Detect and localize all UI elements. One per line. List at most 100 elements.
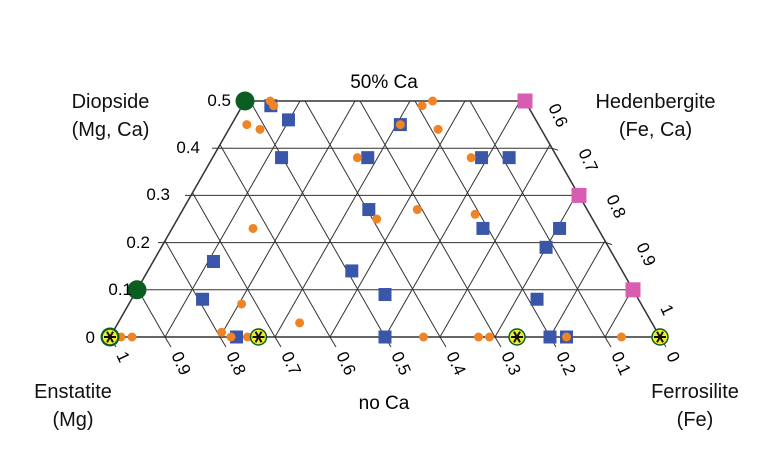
blue-square-point — [475, 151, 489, 165]
orange-dot-point — [412, 205, 422, 215]
green-circle-point — [235, 91, 255, 111]
orange-dot-point — [617, 332, 626, 342]
mg-tick-0.9: 0.9 — [167, 349, 194, 378]
orange-dot-point — [226, 332, 236, 342]
blue-square-point — [345, 264, 359, 278]
orange-dot-point — [466, 153, 476, 163]
mg-tick-0: 0 — [662, 349, 683, 366]
bottom-tick-mark — [604, 336, 612, 348]
bottom-tick-mark — [164, 336, 172, 348]
mg-tick-0.7: 0.7 — [277, 349, 304, 378]
grid-diagonal-line — [494, 192, 578, 338]
orange-dot-point — [395, 120, 405, 130]
blue-square-point — [553, 221, 567, 235]
blue-square-point — [502, 151, 516, 165]
right-tick-mark — [551, 147, 559, 151]
grid-diagonal-line — [219, 100, 356, 338]
grid-diagonal-line — [164, 100, 301, 338]
orange-dot-point — [237, 299, 247, 309]
right-tick-0.7: 0.7 — [574, 146, 601, 175]
mg-tick-0.5: 0.5 — [387, 349, 414, 378]
grid-diagonal-line — [219, 144, 331, 338]
yellow-star-point — [508, 328, 526, 346]
data-points — [100, 91, 669, 347]
blue-square-point — [378, 288, 392, 302]
blue-square-point — [362, 203, 376, 217]
top-edge-label: 50% Ca — [350, 72, 418, 93]
orange-dot-point — [295, 318, 305, 328]
orange-dot-point — [217, 327, 227, 337]
mg-tick-0.6: 0.6 — [332, 349, 359, 378]
orange-dot-point — [255, 124, 265, 134]
mg-tick-1: 1 — [112, 349, 133, 366]
orange-dot-point — [243, 332, 252, 342]
blue-square-point — [476, 221, 490, 235]
mg-tick-0.2: 0.2 — [552, 349, 579, 378]
ca-tick-0: 0 — [86, 328, 95, 347]
blue-square-point — [378, 330, 392, 344]
ferrosilite-formula: (Fe) — [676, 409, 714, 431]
orange-dot-point — [242, 120, 252, 130]
hedenbergite-name: Hedenbergite — [595, 91, 716, 113]
bottom-tick-mark — [494, 336, 502, 348]
diopside-name: Diopside — [71, 91, 150, 113]
orange-dot-point — [562, 332, 571, 342]
orange-dot-point — [248, 223, 258, 233]
bottom-tick-mark — [329, 336, 337, 348]
orange-dot-point — [127, 332, 137, 342]
ca-tick-0.2: 0.2 — [126, 233, 150, 252]
mg-tick-0.4: 0.4 — [442, 349, 469, 378]
right-tick-mark — [605, 242, 613, 246]
blue-square-point — [275, 151, 289, 165]
blue-square-point — [543, 330, 557, 344]
grid-diagonal-line — [384, 100, 521, 338]
enstatite-name: Enstatite — [34, 381, 112, 403]
mg-tick-0.1: 0.1 — [607, 349, 634, 378]
corner-label-diopside: Diopside (Mg, Ca) — [48, 88, 173, 144]
yellow-star-point — [101, 328, 119, 346]
blue-square-point — [530, 292, 544, 306]
diopside-formula: (Mg, Ca) — [71, 119, 150, 141]
right-tick-0.8: 0.8 — [602, 192, 629, 221]
orange-dot-point — [372, 214, 382, 224]
bottom-tick-mark — [219, 336, 227, 348]
corner-label-ferrosilite: Ferrosilite (Fe) — [630, 378, 760, 434]
corner-label-enstatite: Enstatite (Mg) — [18, 378, 128, 434]
blue-square-point — [206, 254, 220, 268]
blue-square-point — [196, 292, 210, 306]
grid-diagonal-line — [249, 100, 386, 338]
right-tick-1: 1 — [656, 302, 677, 319]
orange-dot-point — [417, 101, 427, 111]
right-tick-0.9: 0.9 — [632, 240, 659, 269]
bottom-edge-label: no Ca — [359, 393, 410, 414]
ca-tick-0.3: 0.3 — [146, 185, 170, 204]
orange-dot-point — [433, 124, 443, 134]
orange-dot-point — [474, 332, 483, 342]
pink-square-point — [517, 93, 533, 109]
grid-diagonal-line — [274, 100, 411, 338]
mg-tick-0.3: 0.3 — [497, 349, 524, 378]
grid-diagonal-line — [192, 192, 276, 338]
blue-square-point — [281, 113, 295, 127]
orange-dot-point — [470, 209, 480, 219]
grid-diagonal-line — [329, 100, 466, 338]
ca-tick-0.4: 0.4 — [176, 138, 200, 157]
grid-diagonal-line — [414, 100, 551, 338]
ca-tick-0.5: 0.5 — [207, 91, 231, 110]
bottom-tick-mark — [274, 336, 282, 348]
enstatite-formula: (Mg) — [52, 409, 94, 431]
corner-label-hedenbergite: Hedenbergite (Fe, Ca) — [578, 88, 733, 144]
pink-square-point — [571, 187, 587, 203]
pink-square-point — [625, 282, 641, 298]
orange-dot-point — [352, 153, 362, 163]
mg-tick-0.8: 0.8 — [222, 349, 249, 378]
orange-dot-point — [419, 332, 428, 342]
ferrosilite-name: Ferrosilite — [651, 381, 739, 403]
hedenbergite-formula: (Fe, Ca) — [618, 119, 693, 141]
ca-tick-0.1: 0.1 — [108, 280, 132, 299]
orange-dot-point — [269, 101, 279, 111]
blue-square-point — [539, 240, 553, 254]
bottom-tick-mark — [439, 336, 447, 348]
yellow-star-point — [249, 328, 268, 346]
